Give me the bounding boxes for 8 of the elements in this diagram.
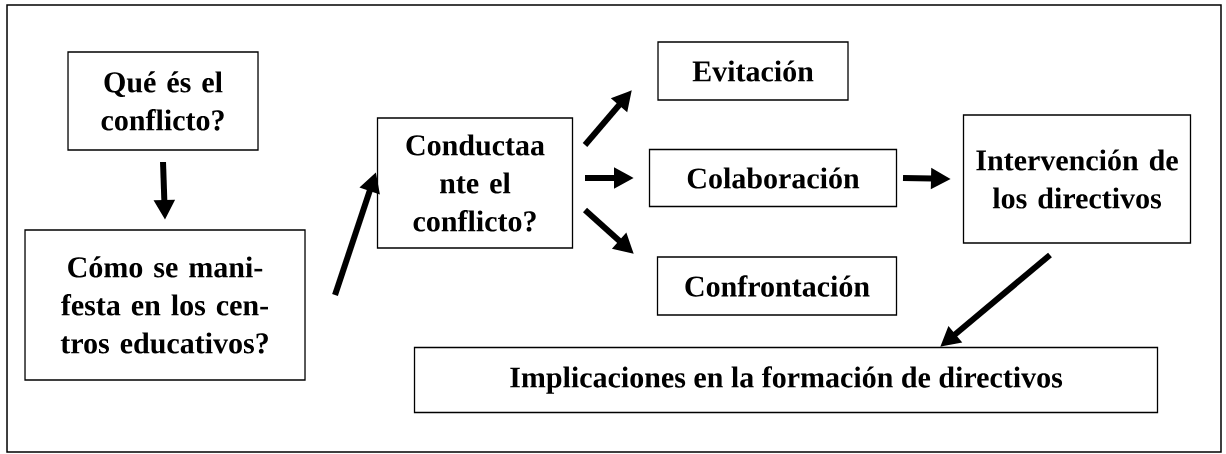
process-box: Cómo se mani- festa en los cen- tros educativos?: [24, 229, 306, 381]
process-box: Qué és el conflicto?: [67, 51, 259, 151]
process-box: Conductaa nte el conflicto?: [376, 117, 574, 249]
process-box: Confrontación: [656, 256, 898, 316]
process-box: Evitación: [657, 41, 849, 101]
process-box: Intervención de los directivos: [962, 114, 1192, 244]
process-box: Implicaciones en la formación de directivos: [413, 346, 1159, 414]
process-box: Colaboración: [648, 148, 898, 208]
